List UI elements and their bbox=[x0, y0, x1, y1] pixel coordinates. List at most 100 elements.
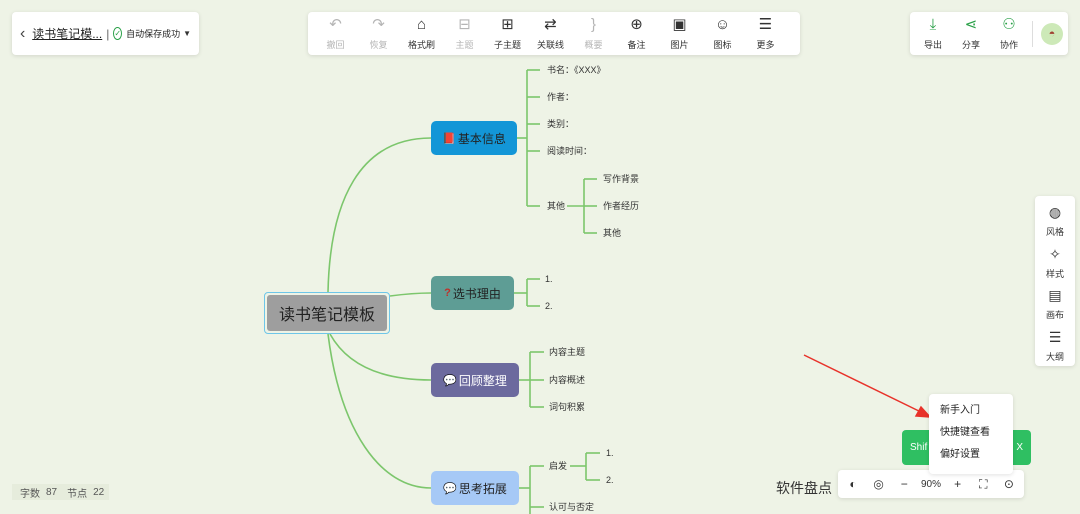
zoom-bar: ◐ ◎ − 90% + ⛶ ⊙ bbox=[838, 470, 1024, 498]
collaborate-label: 协作 bbox=[999, 40, 1018, 50]
emoji-label: 图标 bbox=[713, 40, 732, 50]
leaf-vocabulary: 词句积累 bbox=[549, 401, 585, 412]
redo-label: 恢复 bbox=[369, 40, 388, 50]
image-icon: ▣ bbox=[672, 16, 687, 33]
word-count: 87 bbox=[46, 486, 58, 498]
locate-icon[interactable]: ◎ bbox=[873, 477, 884, 491]
toast-text: Shif bbox=[910, 442, 928, 453]
summary-button[interactable]: } 概要 bbox=[572, 14, 615, 54]
subtopic-icon: ⊞ bbox=[501, 16, 514, 33]
branch-review[interactable]: 💬回顾整理 bbox=[431, 363, 519, 397]
toast-close[interactable]: X bbox=[1016, 442, 1023, 453]
node-count-label: 节点 bbox=[67, 488, 88, 500]
export-label: 导出 bbox=[923, 40, 942, 50]
root-node-label: 读书笔记模板 bbox=[267, 295, 387, 331]
summary-icon: } bbox=[590, 16, 596, 33]
chevron-left-icon[interactable]: ‹ bbox=[20, 24, 26, 42]
branch-think-label: 思考拓展 bbox=[458, 481, 507, 496]
redo-button[interactable]: ↷ 恢复 bbox=[357, 14, 400, 54]
help-menu: 新手入门 快捷键查看 偏好设置 bbox=[929, 394, 1013, 474]
note-label: 备注 bbox=[627, 40, 646, 50]
status-counts: 字数 87 节点 22 bbox=[12, 484, 109, 500]
format-label: 样式 bbox=[1045, 268, 1064, 279]
subtopic-button[interactable]: ⊞ 子主题 bbox=[486, 14, 529, 54]
format-brush-label: 格式刷 bbox=[407, 40, 435, 50]
fit-screen-icon[interactable]: ⛶ bbox=[979, 476, 988, 491]
check-circle-icon: ✓ bbox=[113, 27, 123, 40]
style-label: 风格 bbox=[1045, 227, 1064, 238]
list-icon: ☰ bbox=[1048, 328, 1062, 345]
caret-down-icon[interactable]: ▼ bbox=[183, 29, 191, 38]
branch-basic-info-label: 基本信息 bbox=[457, 131, 506, 146]
relation-line-icon: ⇄ bbox=[544, 16, 557, 33]
more-button[interactable]: ☰ 更多 bbox=[744, 14, 787, 54]
share-icon: ⋖ bbox=[964, 16, 978, 33]
image-button[interactable]: ▣ 图片 bbox=[658, 14, 701, 54]
relation-line-button[interactable]: ⇄ 关联线 bbox=[529, 14, 572, 54]
outline-label: 大纲 bbox=[1045, 351, 1064, 362]
more-label: 更多 bbox=[756, 40, 775, 50]
canvas-label: 画布 bbox=[1045, 310, 1064, 321]
zoom-in-button[interactable]: + bbox=[954, 477, 962, 491]
leaf-inspire-1: 1. bbox=[606, 448, 614, 458]
leaf-content-theme: 内容主题 bbox=[549, 346, 585, 357]
menu-item-getting-started[interactable]: 新手入门 bbox=[940, 405, 980, 416]
zoom-out-button[interactable]: − bbox=[900, 477, 908, 491]
share-bar: ⤓ 导出 ⋖ 分享 ⚇ 协作 ◓ bbox=[910, 12, 1068, 55]
leaf-reason-1: 1. bbox=[545, 274, 553, 284]
format-button[interactable]: ✧ 样式 bbox=[1035, 242, 1075, 284]
emoji-button[interactable]: ☺ 图标 bbox=[701, 14, 744, 54]
avatar[interactable]: ◓ bbox=[1041, 22, 1063, 45]
more-options-icon[interactable]: ⊙ bbox=[1003, 477, 1014, 491]
menu-item-preferences[interactable]: 偏好设置 bbox=[940, 449, 980, 460]
root-node[interactable]: 读书笔记模板 bbox=[264, 292, 390, 334]
magic-wand-icon: ✧ bbox=[1049, 245, 1061, 262]
leaf-inspire: 启发 bbox=[549, 460, 567, 471]
branch-think[interactable]: 💬思考拓展 bbox=[431, 471, 519, 505]
node-count: 22 bbox=[93, 486, 105, 498]
leaf-reading-time: 阅读时间： bbox=[547, 145, 592, 156]
undo-button[interactable]: ↶ 撤回 bbox=[314, 14, 357, 54]
style-button[interactable]: ◍ 风格 bbox=[1035, 200, 1075, 242]
undo-icon: ↶ bbox=[329, 16, 342, 33]
users-icon: ⚇ bbox=[1002, 16, 1016, 33]
toolbar: ↶ 撤回 ↷ 恢复 ⌂ 格式刷 ⊟ 主题 ⊞ 子主题 ⇄ 关联线 } 概要 ⊕ … bbox=[308, 12, 800, 55]
relation-line-label: 关联线 bbox=[536, 40, 564, 50]
note-icon: ⊕ bbox=[630, 16, 643, 33]
leaf-inspire-2: 2. bbox=[606, 475, 614, 485]
divider bbox=[1032, 20, 1033, 47]
menu-item-shortcuts[interactable]: 快捷键查看 bbox=[940, 427, 990, 438]
leaf-writing-background: 写作背景 bbox=[603, 173, 639, 184]
title-separator: | bbox=[106, 26, 110, 41]
topic-icon: ⊟ bbox=[458, 16, 471, 33]
document-title[interactable]: 读书笔记模... bbox=[32, 27, 103, 41]
mouse-icon[interactable]: ◐ bbox=[849, 477, 857, 491]
save-status: 自动保存成功 bbox=[126, 29, 181, 39]
collaborate-button[interactable]: ⚇ 协作 bbox=[990, 14, 1028, 54]
format-brush-button[interactable]: ⌂ 格式刷 bbox=[400, 14, 443, 54]
side-panel: ◍ 风格 ✧ 样式 ▤ 画布 ☰ 大纲 bbox=[1035, 196, 1075, 366]
format-brush-icon: ⌂ bbox=[416, 16, 427, 33]
annotation-arrow bbox=[803, 354, 932, 418]
layout-icon: ▤ bbox=[1048, 287, 1062, 304]
summary-label: 概要 bbox=[584, 40, 603, 50]
export-button[interactable]: ⤓ 导出 bbox=[914, 14, 952, 54]
emoji-icon: ☺ bbox=[714, 16, 731, 33]
branch-basic-info[interactable]: 📕基本信息 bbox=[431, 121, 517, 155]
note-button[interactable]: ⊕ 备注 bbox=[615, 14, 658, 54]
palette-icon: ◍ bbox=[1048, 204, 1062, 221]
outline-button[interactable]: ☰ 大纲 bbox=[1035, 325, 1075, 367]
subtopic-label: 子主题 bbox=[493, 40, 521, 50]
redo-icon: ↷ bbox=[372, 16, 385, 33]
leaf-approve: 认可与否定 bbox=[549, 501, 594, 512]
leaf-book-name: 书名：《XXX》 bbox=[547, 64, 606, 75]
question-icon: ? bbox=[444, 287, 451, 299]
download-icon: ⤓ bbox=[929, 16, 937, 33]
leaf-other-2: 其他 bbox=[603, 227, 621, 238]
share-button[interactable]: ⋖ 分享 bbox=[952, 14, 990, 54]
topic-button[interactable]: ⊟ 主题 bbox=[443, 14, 486, 54]
branch-reason[interactable]: ?选书理由 bbox=[431, 276, 514, 310]
canvas-button[interactable]: ▤ 画布 bbox=[1035, 283, 1075, 325]
undo-label: 撤回 bbox=[326, 40, 345, 50]
